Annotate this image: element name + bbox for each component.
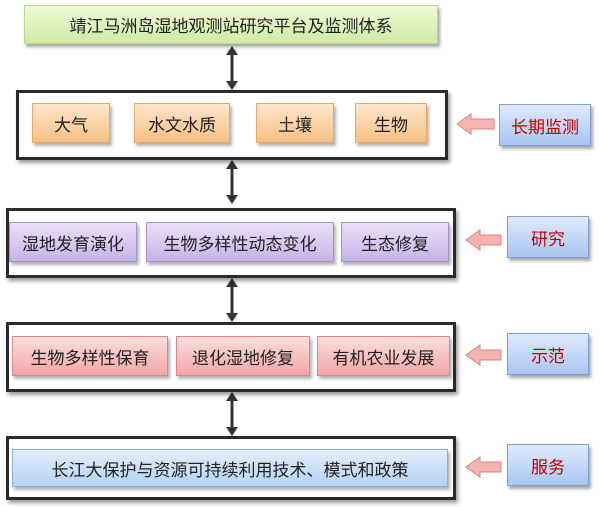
side-label-monitoring: 长期监测 [499,104,591,146]
monitoring-item: 土壤 [256,103,334,143]
side-label-research: 研究 [507,216,589,258]
double-arrow-icon [226,160,238,204]
side-label-service: 服务 [507,444,589,486]
demonstration-item: 退化湿地修复 [176,336,310,376]
double-arrow-icon [226,392,238,436]
demonstration-item: 生物多样性保育 [12,336,168,376]
monitoring-item: 水文水质 [134,103,230,143]
diagram-title: 靖江马洲岛湿地观测站研究平台及监测体系 [24,5,438,44]
research-item: 生物多样性动态变化 [146,222,334,262]
pointer-arrow-icon [465,456,502,478]
research-item: 生态修复 [341,222,449,262]
pointer-arrow-icon [465,229,502,251]
demonstration-item: 有机农业发展 [317,336,450,376]
pointer-arrow-icon [456,113,495,135]
side-label-demonstration: 示范 [507,333,589,375]
service-item: 长江大保护与资源可持续利用技术、模式和政策 [12,449,448,487]
pointer-arrow-icon [465,344,502,366]
monitoring-item: 生物 [355,103,427,143]
double-arrow-icon [226,278,238,322]
monitoring-item: 大气 [32,103,110,143]
double-arrow-icon [226,46,238,90]
research-item: 湿地发育演化 [9,222,137,262]
